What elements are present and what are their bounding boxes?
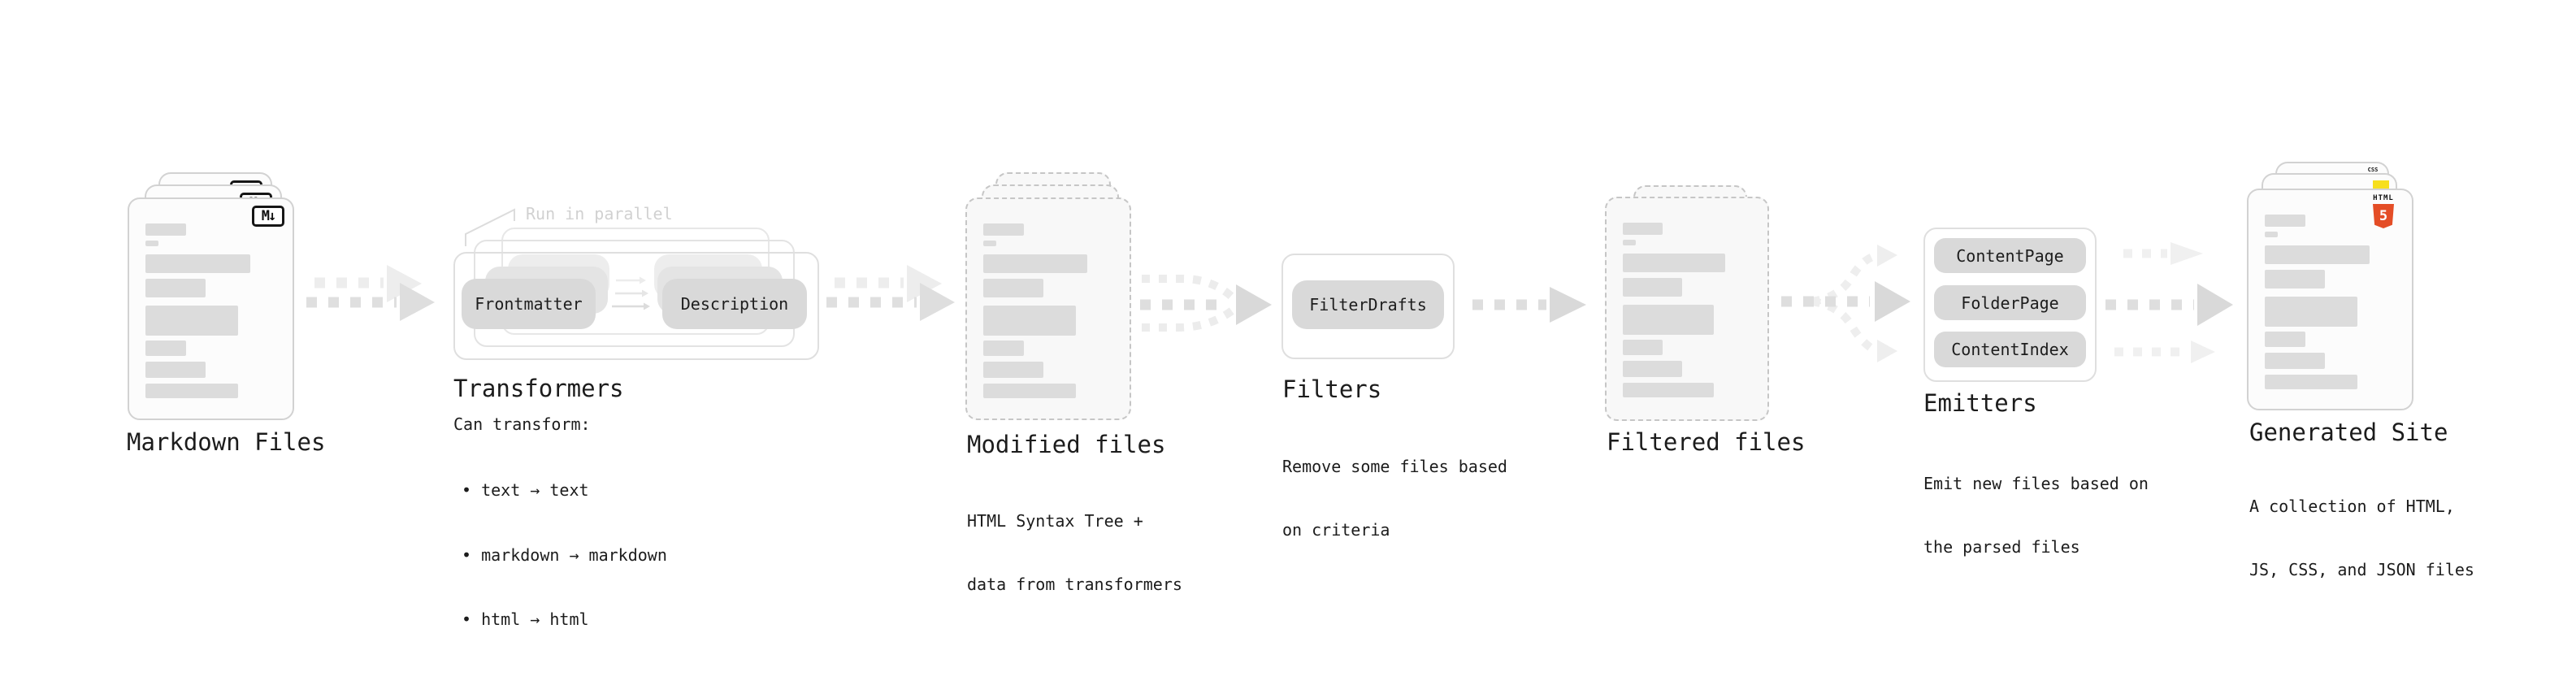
markdown-files-label: Markdown Files bbox=[127, 428, 326, 456]
frontmatter-pill: Frontmatter bbox=[462, 279, 596, 329]
modified-file-page-front bbox=[965, 197, 1131, 420]
skeleton-line bbox=[2265, 215, 2305, 227]
desc-line: HTML Syntax Tree + bbox=[967, 511, 1143, 531]
skeleton-line bbox=[2265, 353, 2326, 369]
skeleton-line bbox=[1623, 223, 1663, 235]
generated-page-html: HTML 5 bbox=[2247, 189, 2413, 410]
html5-badge-label: HTML bbox=[2373, 194, 2394, 202]
skeleton-line bbox=[145, 362, 206, 378]
emitters-title: Emitters bbox=[1923, 389, 2037, 417]
skeleton-line bbox=[2265, 375, 2358, 389]
skeleton-line bbox=[1623, 361, 1682, 377]
desc-line: JS, CSS, and JSON files bbox=[2249, 560, 2474, 579]
description-pill: Description bbox=[662, 279, 807, 329]
contentpage-pill: ContentPage bbox=[1934, 238, 2086, 273]
skeleton-line bbox=[145, 241, 159, 246]
html5-shield: 5 bbox=[2373, 204, 2394, 228]
skeleton-line bbox=[145, 340, 186, 356]
skeleton-line bbox=[983, 279, 1043, 297]
transformers-bullet-list: • text → text • markdown → markdown • ht… bbox=[462, 436, 667, 674]
filterdrafts-pill: FilterDrafts bbox=[1292, 280, 1444, 329]
skeleton-line bbox=[983, 223, 1024, 236]
emitters-frame bbox=[1923, 228, 2097, 382]
skeleton-line bbox=[145, 223, 186, 236]
contentindex-pill: ContentIndex bbox=[1934, 332, 2086, 367]
transformer-frame-front bbox=[453, 252, 819, 360]
filtered-file-page-front bbox=[1605, 197, 1769, 421]
emitters-desc: Emit new files based on the parsed files bbox=[1923, 431, 2149, 600]
transformers-title: Transformers bbox=[453, 375, 624, 402]
filtered-files-label: Filtered files bbox=[1607, 428, 1806, 456]
arrow-emitters-to-generated bbox=[2105, 242, 2233, 363]
desc-line: A collection of HTML, bbox=[2249, 497, 2455, 516]
desc-line: Emit new files based on bbox=[1923, 474, 2149, 493]
skeleton-line bbox=[2265, 232, 2279, 237]
desc-line: data from transformers bbox=[967, 575, 1182, 594]
skeleton-line bbox=[983, 340, 1024, 356]
arrow-filters-to-filtered bbox=[1472, 287, 1586, 323]
skeleton-line bbox=[983, 362, 1043, 378]
skeleton-line bbox=[2265, 332, 2305, 347]
generated-site-desc: A collection of HTML, JS, CSS, and JSON … bbox=[2249, 453, 2474, 622]
skeleton-text-lines bbox=[1623, 223, 1751, 397]
filters-frame bbox=[1281, 254, 1455, 359]
folderpage-pill: FolderPage bbox=[1934, 285, 2086, 320]
generated-site-label: Generated Site bbox=[2249, 419, 2448, 446]
html5-badge-icon: HTML 5 bbox=[2365, 195, 2402, 228]
skeleton-line bbox=[1623, 340, 1663, 355]
modified-files-label: Modified files bbox=[967, 431, 1166, 458]
arrow-modified-to-filters bbox=[1140, 275, 1272, 332]
skeleton-line bbox=[1623, 240, 1636, 245]
arrow-filtered-to-emitters bbox=[1781, 245, 1910, 362]
bullet-item: • markdown → markdown bbox=[462, 544, 667, 565]
bullet-item: • text → text bbox=[462, 480, 589, 500]
skeleton-line bbox=[1623, 254, 1726, 272]
transformers-intro: Can transform: bbox=[453, 414, 591, 434]
markdown-file-page-front: M↓ bbox=[128, 197, 294, 420]
skeleton-line bbox=[145, 306, 239, 336]
arrow-transformers-to-modified bbox=[826, 265, 955, 321]
skeleton-line bbox=[983, 241, 996, 246]
skeleton-line bbox=[1623, 305, 1715, 335]
run-in-parallel-annotation: Run in parallel bbox=[526, 204, 673, 223]
arrow-markdown-to-transformers bbox=[306, 265, 435, 321]
skeleton-line bbox=[1623, 278, 1682, 297]
transform-flow-arrows bbox=[612, 276, 650, 310]
skeleton-line bbox=[145, 384, 239, 398]
skeleton-line bbox=[145, 254, 250, 273]
callout-line bbox=[465, 208, 515, 246]
skeleton-line bbox=[145, 279, 206, 297]
desc-line: on criteria bbox=[1282, 520, 1390, 540]
skeleton-text-lines bbox=[983, 223, 1113, 398]
js-badge-icon bbox=[2373, 180, 2389, 190]
skeleton-line bbox=[2265, 297, 2358, 327]
skeleton-line bbox=[983, 254, 1087, 273]
skeleton-line bbox=[2265, 270, 2326, 288]
markdown-icon: M↓ bbox=[252, 206, 284, 227]
modified-files-desc: HTML Syntax Tree + data from transformer… bbox=[967, 468, 1182, 637]
skeleton-line bbox=[983, 384, 1076, 398]
skeleton-text-lines bbox=[2265, 215, 2396, 389]
skeleton-line bbox=[1623, 383, 1715, 397]
skeleton-text-lines bbox=[145, 223, 276, 398]
filters-desc: Remove some files based on criteria bbox=[1282, 414, 1507, 583]
skeleton-line bbox=[983, 306, 1076, 336]
desc-line: the parsed files bbox=[1923, 537, 2080, 557]
filters-title: Filters bbox=[1282, 375, 1382, 403]
bullet-item: • html → html bbox=[462, 609, 589, 629]
css-badge-label: CSS bbox=[2367, 167, 2379, 173]
desc-line: Remove some files based bbox=[1282, 457, 1507, 476]
skeleton-line bbox=[2265, 245, 2370, 264]
